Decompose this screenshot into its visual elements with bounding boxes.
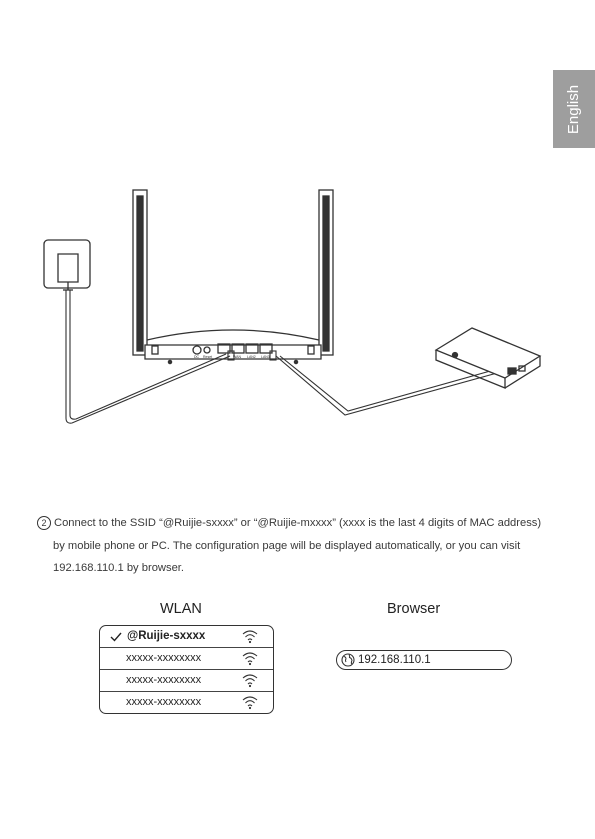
instruction-line-3: 192.168.110.1 by browser. bbox=[53, 562, 185, 574]
modem bbox=[434, 327, 542, 389]
instruction-text-1: Connect to the SSID “@Ruijie-sxxxx” or “… bbox=[54, 517, 542, 529]
globe-icon bbox=[341, 653, 355, 667]
router-port-labels: DC Reset WAN LAN2 LAN3 bbox=[194, 355, 270, 359]
step-number-badge: 2 bbox=[37, 516, 51, 530]
wlan-ssid: @Ruijie-sxxxx bbox=[127, 630, 206, 642]
wlan-ssid: xxxxx-xxxxxxxx bbox=[126, 652, 202, 664]
wifi-icon bbox=[242, 630, 258, 644]
wlan-network-row[interactable]: xxxxx-xxxxxxxx bbox=[100, 692, 273, 713]
wifi-icon bbox=[242, 674, 258, 688]
lan2-label: LAN2 bbox=[247, 355, 256, 359]
wlan-network-row[interactable]: @Ruijie-sxxxx bbox=[100, 626, 273, 648]
browser-url: 192.168.110.1 bbox=[358, 654, 431, 666]
wan-label: WAN bbox=[233, 355, 242, 359]
browser-title: Browser bbox=[387, 601, 441, 617]
wlan-network-row[interactable]: xxxxx-xxxxxxxx bbox=[100, 648, 273, 670]
wlan-title: WLAN bbox=[160, 601, 202, 617]
wifi-icon bbox=[242, 652, 258, 666]
wifi-icon bbox=[242, 696, 258, 710]
reset-label: Reset bbox=[203, 355, 212, 359]
connection-illustration: DC Reset WAN LAN2 LAN3 bbox=[43, 189, 542, 424]
wlan-ssid: xxxxx-xxxxxxxx bbox=[126, 674, 202, 686]
wlan-ssid: xxxxx-xxxxxxxx bbox=[126, 696, 202, 708]
lan3-label: LAN3 bbox=[261, 355, 270, 359]
wlan-list: @Ruijie-sxxxx xxxxx-xxxxxxxx xxxxx-xxxxx… bbox=[99, 625, 274, 714]
cables bbox=[65, 290, 509, 424]
dc-label: DC bbox=[194, 355, 200, 359]
check-icon bbox=[110, 632, 122, 642]
language-tab[interactable]: English bbox=[553, 70, 595, 148]
power-adapter bbox=[43, 239, 91, 291]
router bbox=[132, 189, 334, 365]
instruction-line-2: by mobile phone or PC. The configuration… bbox=[53, 539, 521, 552]
language-tab-label: English bbox=[565, 84, 583, 134]
wlan-network-row[interactable]: xxxxx-xxxxxxxx bbox=[100, 670, 273, 692]
browser-address-bar[interactable]: 192.168.110.1 bbox=[336, 650, 512, 670]
